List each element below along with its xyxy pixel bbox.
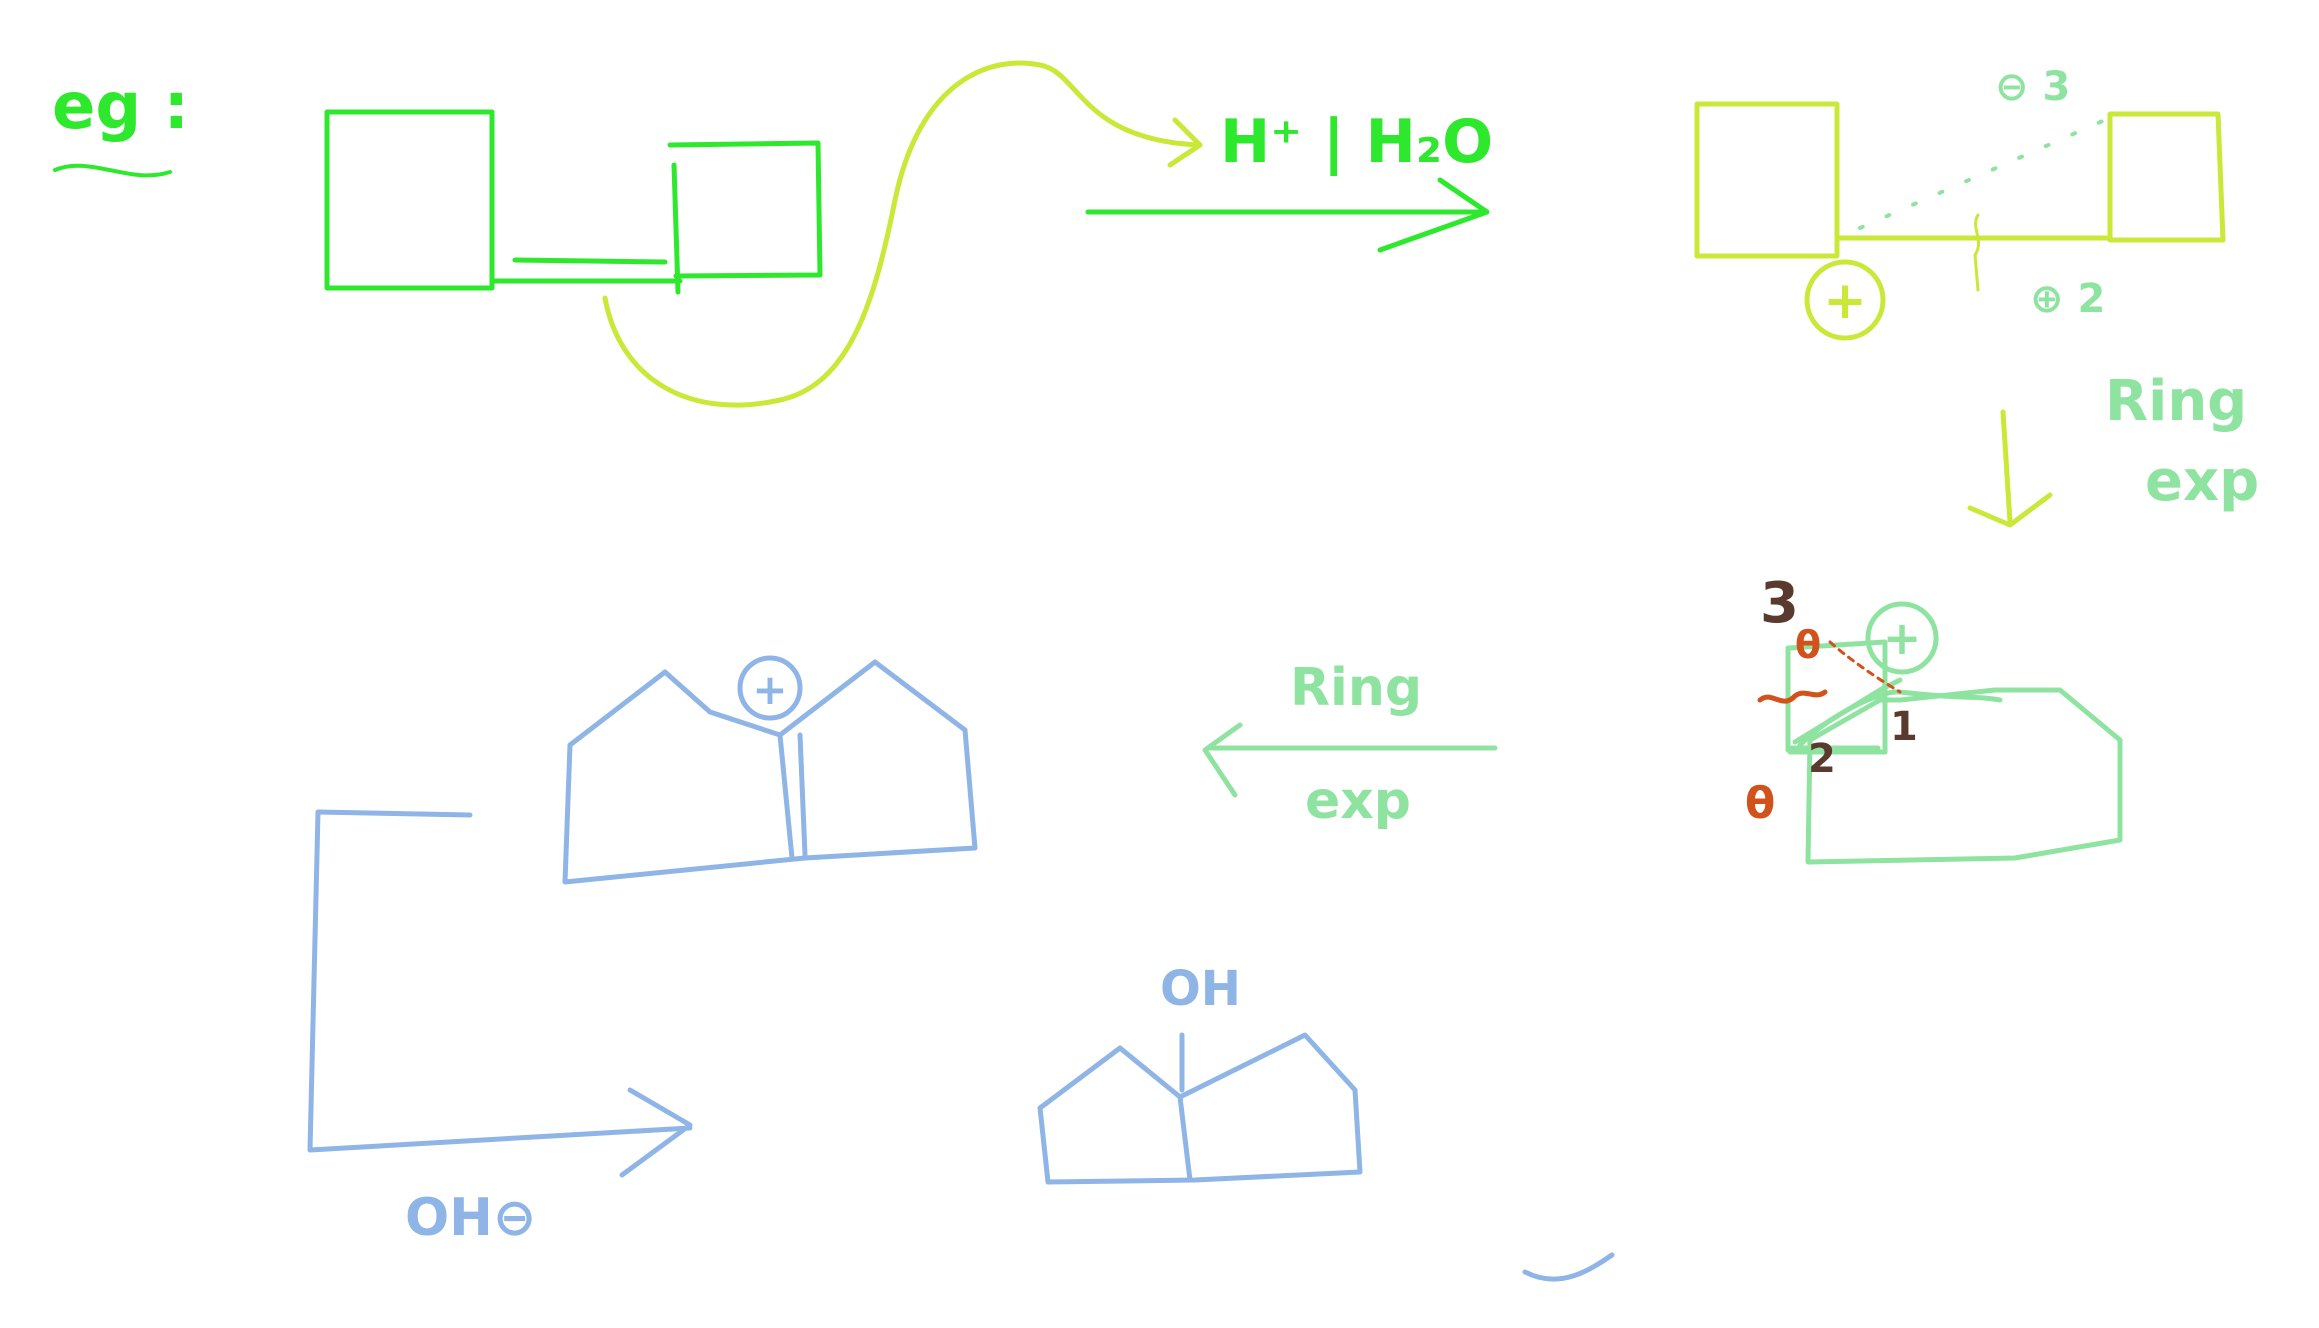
starting-molecule (324, 109, 823, 295)
product-shared-bond (1177, 1094, 1193, 1183)
example-label: eg : (52, 70, 189, 178)
plus-charge-right: + (1865, 601, 1939, 675)
curved-arrow-head (1167, 117, 1203, 168)
label-minus-3: ⊖ 3 (1995, 64, 2070, 110)
svg-text:+: + (1883, 611, 1922, 665)
svg-text:+: + (752, 665, 787, 714)
dotted-migration-line (1858, 118, 2107, 230)
stray-stroke (1522, 1252, 1615, 1282)
label-2: 2 (1808, 736, 1836, 782)
right-square-ring (667, 140, 823, 279)
reaction-arrow-down (1967, 409, 2053, 528)
carbocation-intermediate (1694, 101, 2226, 292)
svg-text:exp: exp (2145, 449, 2259, 514)
reaction-arrow-left (1202, 722, 1498, 798)
curved-arrow (602, 60, 1203, 408)
bicyclic-outline (562, 659, 978, 885)
product-outline (1037, 1032, 1363, 1185)
plus-charge-left: + (737, 655, 803, 721)
left-square-ring-intermediate (1694, 101, 1840, 259)
svg-text:+: + (1823, 271, 1867, 331)
left-square-ring (324, 109, 495, 291)
right-square-ring-intermediate (2107, 111, 2226, 243)
eg-underline (53, 163, 172, 178)
label-theta-lower: θ (1745, 778, 1775, 829)
hydroxide-label: OH⊖ (405, 1188, 536, 1248)
label-theta-upper: θ (1795, 623, 1821, 667)
product-oh-label: OH (1160, 961, 1241, 1017)
product-alcohol (1037, 1032, 1363, 1185)
ring-expanded-cation (1785, 639, 2123, 865)
dashed-shift-line (1828, 640, 1902, 694)
ring-expansion-label-middle: Ring exp (1290, 658, 1422, 831)
eg-text: eg : (52, 70, 189, 144)
svg-text:exp: exp (1305, 771, 1411, 831)
migrating-bond-wiggle (1757, 689, 1828, 704)
right-square-edge (671, 162, 681, 295)
svg-text:Ring: Ring (1290, 658, 1422, 718)
ring-expansion-label-right: Ring exp (2105, 369, 2259, 514)
small-square-top (1785, 639, 1888, 755)
pentagon-ring (1805, 687, 2123, 865)
reagent-label: H⁺ | H₂O (1220, 107, 1493, 177)
reaction-arrow-base (307, 809, 693, 1178)
label-3: 3 (1760, 571, 1799, 636)
bicyclic-cation (562, 659, 978, 885)
linker-bond-2 (512, 257, 668, 265)
svg-text:Ring: Ring (2105, 369, 2247, 434)
bicyclic-shared-bond-2 (797, 732, 808, 858)
reaction-arrow-top (1085, 177, 1490, 253)
wiggle-bond (1973, 213, 1981, 292)
plus-charge-top: + (1804, 259, 1886, 341)
bicyclic-shared-bond (777, 732, 795, 861)
label-plus-2: ⊕ 2 (2030, 276, 2105, 322)
label-1: 1 (1890, 704, 1918, 750)
